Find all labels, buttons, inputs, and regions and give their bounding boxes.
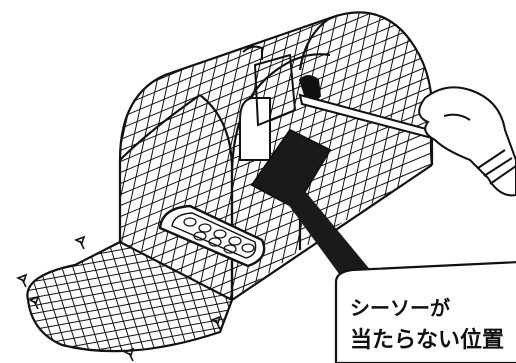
callout-line-1: シーソーが [350, 296, 450, 320]
bait-box [158, 204, 266, 268]
bait-pattern [183, 217, 255, 254]
callout-box [334, 261, 516, 363]
gloved-hand-icon [418, 86, 516, 197]
seesaw-plate [250, 128, 332, 210]
clip-markers [16, 235, 222, 362]
trigger-plate [239, 53, 297, 161]
cage-outline [26, 11, 434, 353]
callout-pointer [282, 185, 372, 282]
callout-line-2: 当たらない位置 [350, 328, 505, 353]
